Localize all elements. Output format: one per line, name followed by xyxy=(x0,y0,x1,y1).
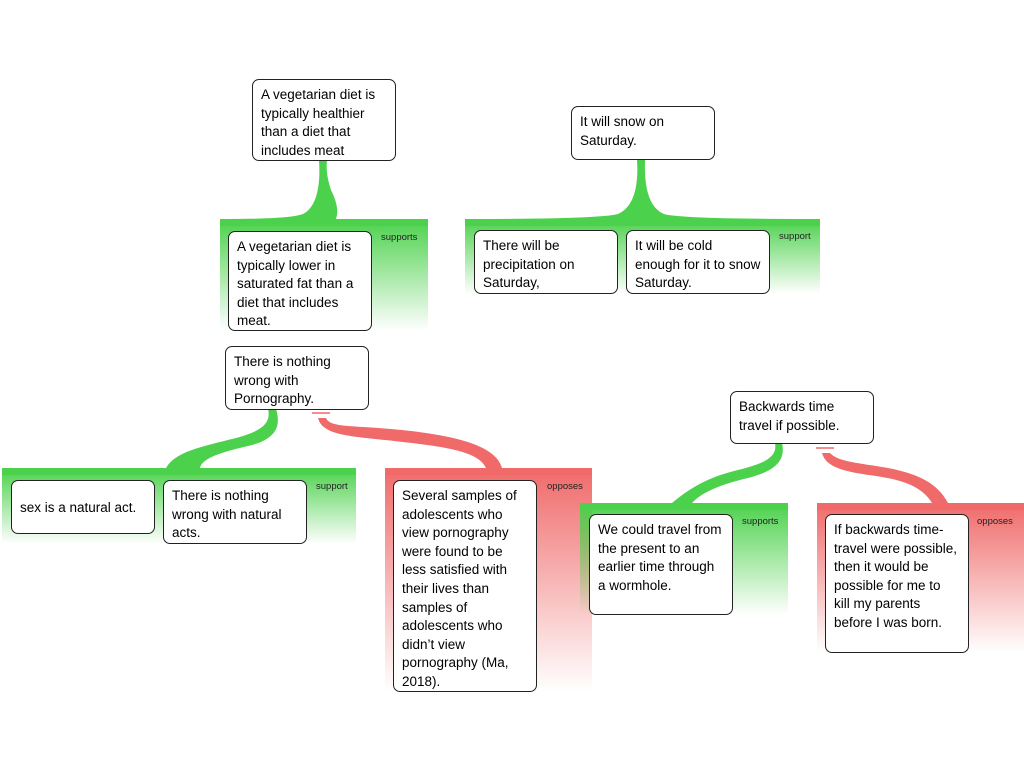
group-label-time-support: supports xyxy=(742,516,779,527)
reason-precipitation[interactable]: There will be precipitation on Saturday, xyxy=(474,230,618,294)
claim-snow-saturday[interactable]: It will snow on Saturday. xyxy=(571,106,715,160)
connector-time-support xyxy=(672,443,783,503)
reason-adolescents-study[interactable]: Several samples of adolescents who view … xyxy=(393,480,537,692)
connector-time-oppose xyxy=(822,453,948,503)
claim-vegetarian-healthier[interactable]: A vegetarian diet is typically healthier… xyxy=(252,79,396,161)
reason-cold-enough[interactable]: It will be cold enough for it to snow Sa… xyxy=(626,230,770,294)
group-label-porn-oppose: opposes xyxy=(547,481,583,492)
claim-pornography[interactable]: There is nothing wrong with Pornography. xyxy=(225,346,369,410)
group-label-snow-support: support xyxy=(779,231,811,242)
reason-grandfather-paradox[interactable]: If backwards time-travel were possible, … xyxy=(825,514,969,653)
group-label-time-oppose: opposes xyxy=(977,516,1013,527)
connector-porn-oppose xyxy=(318,418,502,468)
reason-wormhole[interactable]: We could travel from the present to an e… xyxy=(589,514,733,615)
claim-time-travel[interactable]: Backwards time travel if possible. xyxy=(730,391,874,444)
group-label-vegetarian-support: supports xyxy=(381,232,418,243)
connector-vegetarian-support xyxy=(226,160,338,219)
group-label-porn-support: support xyxy=(316,481,348,492)
reason-natural-act[interactable]: sex is a natural act. xyxy=(11,480,155,534)
reason-saturated-fat[interactable]: A vegetarian diet is typically lower in … xyxy=(228,231,372,331)
reason-natural-acts-ok[interactable]: There is nothing wrong with natural acts… xyxy=(163,480,307,544)
connector-snow-support xyxy=(472,160,812,219)
connector-porn-support xyxy=(166,409,278,468)
